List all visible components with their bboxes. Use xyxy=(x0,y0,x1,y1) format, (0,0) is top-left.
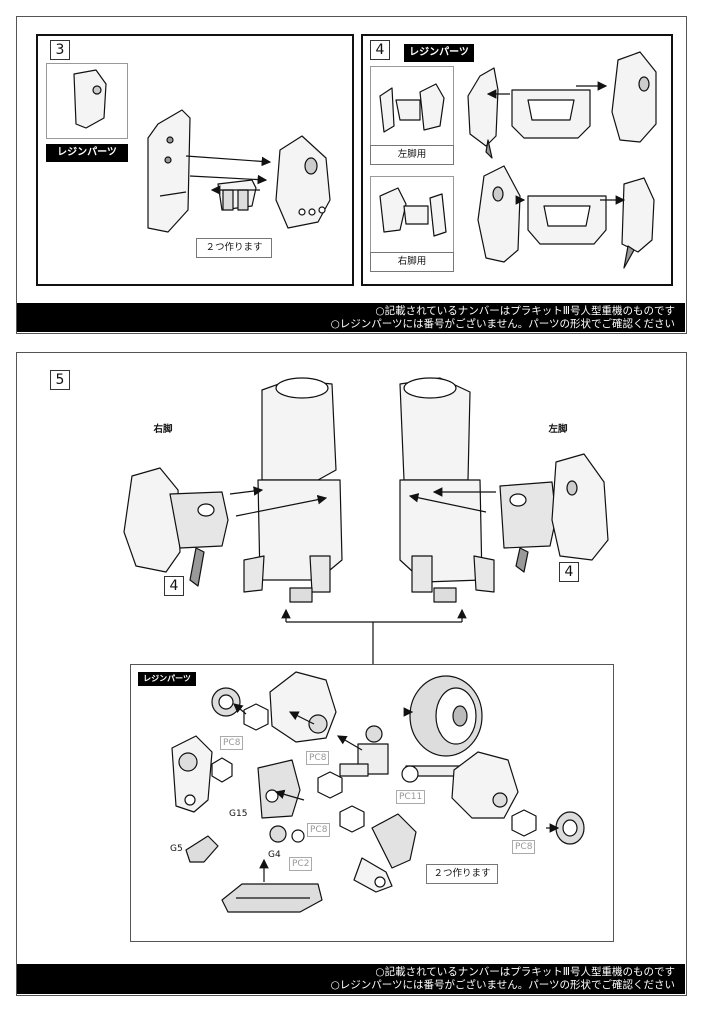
step4-right-thumbnail-parts xyxy=(379,187,447,237)
step3-left-plate xyxy=(147,109,191,233)
part-hex-pc8-b xyxy=(317,771,343,799)
top-footer-note-1: ○記載されているナンバーはプラキットⅢ号人型重機のものです xyxy=(375,305,675,317)
step4-left-guard xyxy=(467,67,499,159)
part-g4-hub xyxy=(269,825,305,843)
bottom-footer-note-1: ○記載されているナンバーはプラキットⅢ号人型重機のものです xyxy=(375,966,675,978)
step4-bottom-shell xyxy=(477,165,521,263)
step3-resin-tag: レジンパーツ xyxy=(46,144,128,162)
part-g5-wedge xyxy=(185,835,219,863)
part-label-pc8-c: PC8 xyxy=(307,823,331,837)
assembly-arrows xyxy=(185,81,626,882)
part-label-pc2: PC2 xyxy=(289,857,313,871)
step4-left-thumbnail-parts xyxy=(379,83,445,133)
step4-number: 4 xyxy=(370,40,390,60)
part-label-pc11: PC11 xyxy=(396,790,426,804)
bottom-footer-bar: ○記載されているナンバーはプラキットⅢ号人型重機のものです ○レジンパーツには番… xyxy=(17,964,685,994)
step3-thumbnail-part xyxy=(73,69,107,129)
step3-thumbnail-box xyxy=(46,63,128,139)
part-label-g15: G15 xyxy=(229,809,248,819)
step3-pin-piece xyxy=(217,179,257,211)
part-g15-arm xyxy=(171,735,213,813)
bottom-sheet xyxy=(16,352,687,996)
step5-ref-4-left: 4 xyxy=(164,576,184,596)
step5-resin-tag: レジンパーツ xyxy=(138,672,196,686)
part-track-base xyxy=(221,883,323,913)
part-label-g4: G4 xyxy=(268,850,281,860)
part-lower-bracket xyxy=(451,751,519,819)
step5-right-leg-label: 右脚 xyxy=(142,421,184,439)
top-footer-note-2: ○レジンパーツには番号がございません。パーツの形状でご確認ください xyxy=(330,318,675,330)
part-motor-arm xyxy=(353,813,417,893)
step4-right-leg-label: 右脚用 xyxy=(370,252,454,272)
part-hex-pc8-d xyxy=(511,809,537,837)
step5-left-guard-assembly xyxy=(499,453,609,573)
part-gearbox xyxy=(257,759,301,819)
step4-frame xyxy=(361,34,673,286)
step4-top-bracket xyxy=(511,89,591,139)
step3-make-two-label: ２つ作ります xyxy=(196,238,272,258)
step5-right-leg-body xyxy=(243,377,343,603)
step4-right-guard xyxy=(621,177,655,269)
step5-ref-4-right: 4 xyxy=(559,562,579,582)
step5-number: 5 xyxy=(50,370,70,390)
step4-bottom-bracket xyxy=(527,195,607,245)
part-label-pc8-b: PC8 xyxy=(306,751,330,765)
step4-resin-tag: レジンパーツ xyxy=(404,44,474,62)
step3-right-shell xyxy=(275,135,331,229)
part-label-pc8-a: PC8 xyxy=(220,736,244,750)
step5-resin-frame xyxy=(130,664,614,942)
top-footer-bar: ○記載されているナンバーはプラキットⅢ号人型重機のものです ○レジンパーツには番… xyxy=(17,303,685,332)
step5-make-two-label: ２つ作ります xyxy=(426,864,498,884)
part-label-g5: G5 xyxy=(170,844,183,854)
step5-left-leg-label: 左脚 xyxy=(538,421,578,439)
part-wheel xyxy=(409,675,483,757)
part-hex-pc8-a xyxy=(243,703,269,731)
step5-left-leg-body xyxy=(399,377,495,603)
callout-lines xyxy=(281,608,467,664)
bottom-footer-note-2: ○レジンパーツには番号がございません。パーツの形状でご確認ください xyxy=(330,979,675,991)
part-cap-right xyxy=(555,811,585,845)
part-cap-top-left xyxy=(211,687,241,717)
part-label-pc8-d: PC8 xyxy=(512,840,536,854)
step3-frame xyxy=(36,34,354,286)
part-hex-pc8-c xyxy=(339,805,365,833)
top-sheet xyxy=(16,16,687,334)
step5-right-guard-assembly xyxy=(123,467,229,587)
step4-left-leg-label: 左脚用 xyxy=(370,145,454,165)
step3-number: 3 xyxy=(50,40,70,60)
part-hex-pc8-small xyxy=(211,757,233,783)
step4-top-shell xyxy=(611,51,657,143)
part-upper-bracket xyxy=(269,671,337,743)
part-shaft xyxy=(339,763,477,783)
